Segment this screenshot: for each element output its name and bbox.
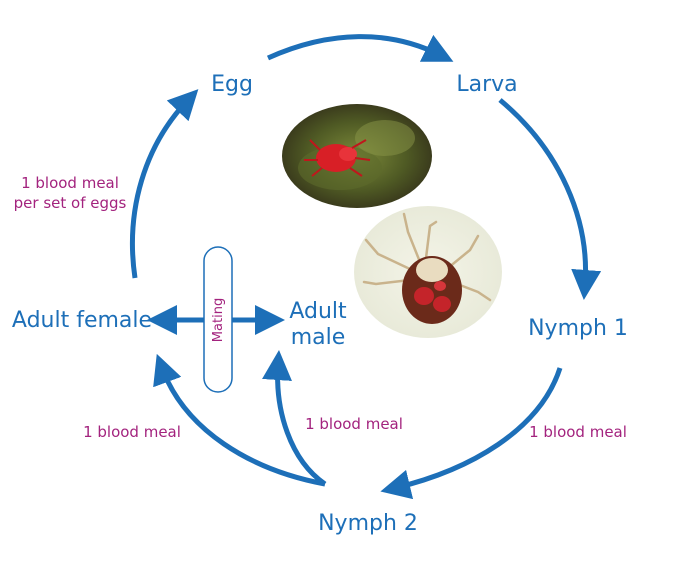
arrow-nymph2-to-adult-male	[262, 350, 327, 487]
arrow-adult-female-to-egg	[130, 89, 199, 279]
arrow-larva-to-nymph1	[498, 98, 602, 300]
mating-box	[203, 246, 233, 393]
stage-nymph-2: Nymph 2	[318, 511, 418, 536]
adult-mite-photo	[282, 104, 432, 208]
arrow-nymph2-to-adult-female	[153, 353, 326, 487]
meal-eggs-line2: per set of eggs	[14, 194, 127, 212]
stage-larva: Larva	[456, 72, 517, 97]
stage-nymph-1: Nymph 1	[528, 316, 628, 341]
meal-eggs-line1: 1 blood meal	[21, 174, 119, 192]
stage-adult-male-line1: Adult	[289, 299, 347, 324]
stage-adult-male-line2: male	[291, 325, 346, 350]
meal-nymph2-to-male: 1 blood meal	[305, 415, 403, 433]
arrow-egg-to-larva	[266, 34, 454, 62]
meal-nymph1: 1 blood meal	[529, 423, 627, 441]
larva-microscope-photo	[354, 206, 502, 338]
mating-label: Mating	[211, 298, 226, 342]
stage-egg: Egg	[211, 72, 253, 97]
arrow-nymph1-to-nymph2	[380, 367, 563, 500]
meal-nymph2-to-female: 1 blood meal	[83, 423, 181, 441]
stage-adult-female: Adult female	[12, 308, 152, 333]
